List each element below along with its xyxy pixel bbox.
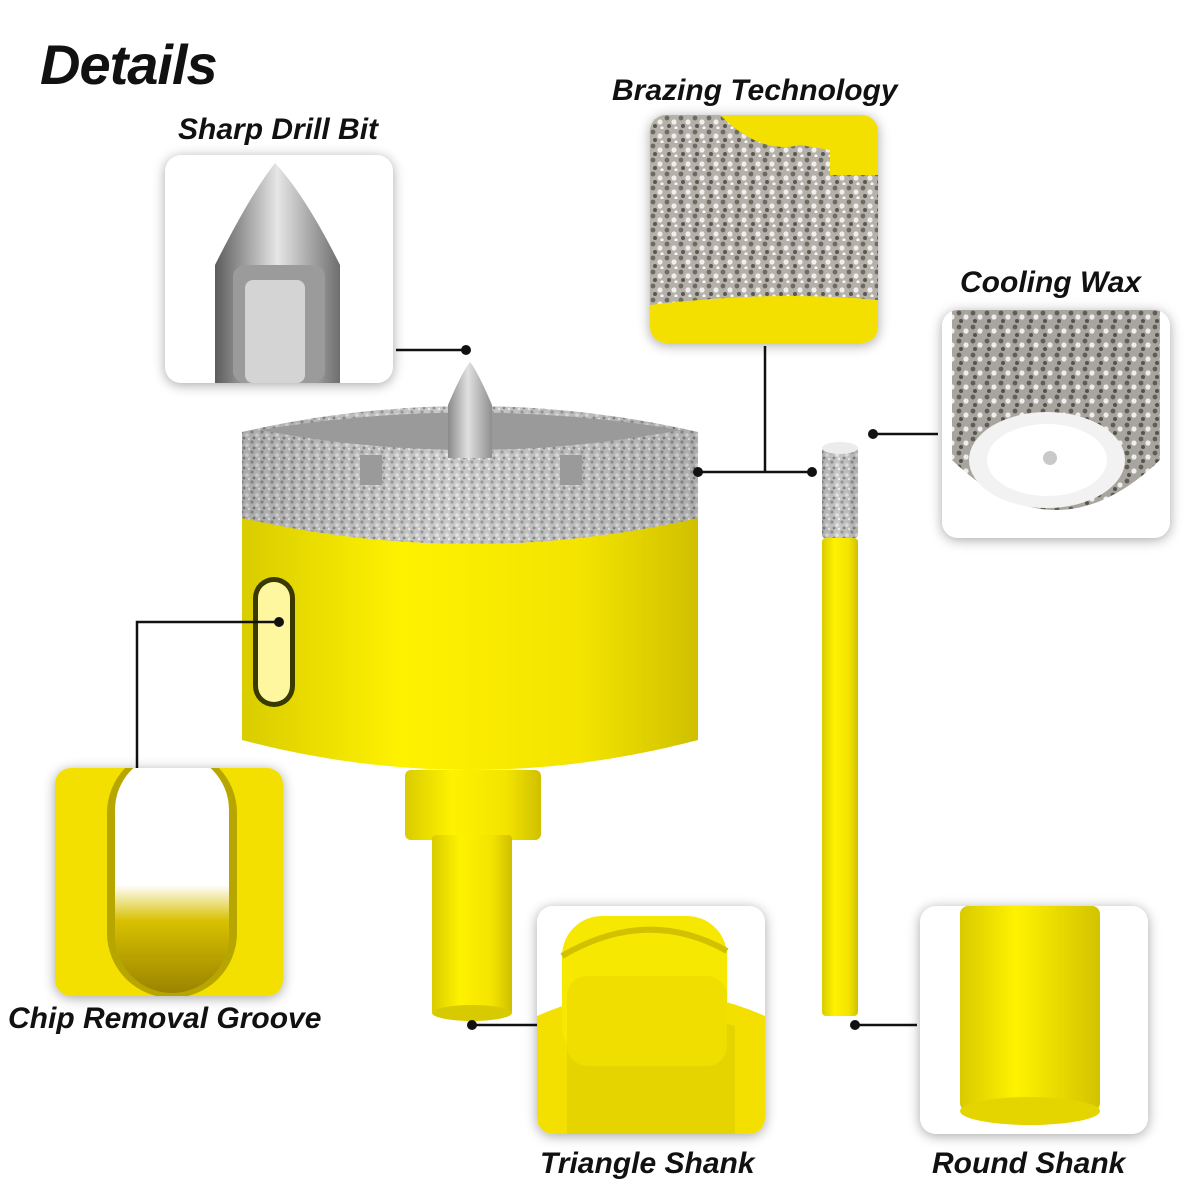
label-chip-removal-groove: Chip Removal Groove xyxy=(8,1002,322,1035)
hole-saw-shank xyxy=(405,770,541,1021)
panel-chip-removal-groove xyxy=(55,768,283,996)
label-cooling-wax: Cooling Wax xyxy=(960,266,1142,299)
core-bit xyxy=(822,442,858,1016)
connector-lines xyxy=(135,346,938,1027)
panel-triangle-shank xyxy=(537,906,765,1134)
label-brazing-technology: Brazing Technology xyxy=(612,74,898,107)
panel-sharp-drill-bit xyxy=(165,155,393,383)
label-sharp-drill-bit: Sharp Drill Bit xyxy=(178,113,379,146)
panel-brazing-technology xyxy=(650,115,878,343)
hole-saw-body xyxy=(242,362,698,770)
label-round-shank: Round Shank xyxy=(932,1147,1126,1180)
panel-round-shank xyxy=(920,906,1148,1134)
page-title: Details xyxy=(40,33,218,96)
connector-dots xyxy=(274,345,878,1030)
label-triangle-shank: Triangle Shank xyxy=(540,1147,755,1180)
panel-cooling-wax xyxy=(942,310,1170,538)
